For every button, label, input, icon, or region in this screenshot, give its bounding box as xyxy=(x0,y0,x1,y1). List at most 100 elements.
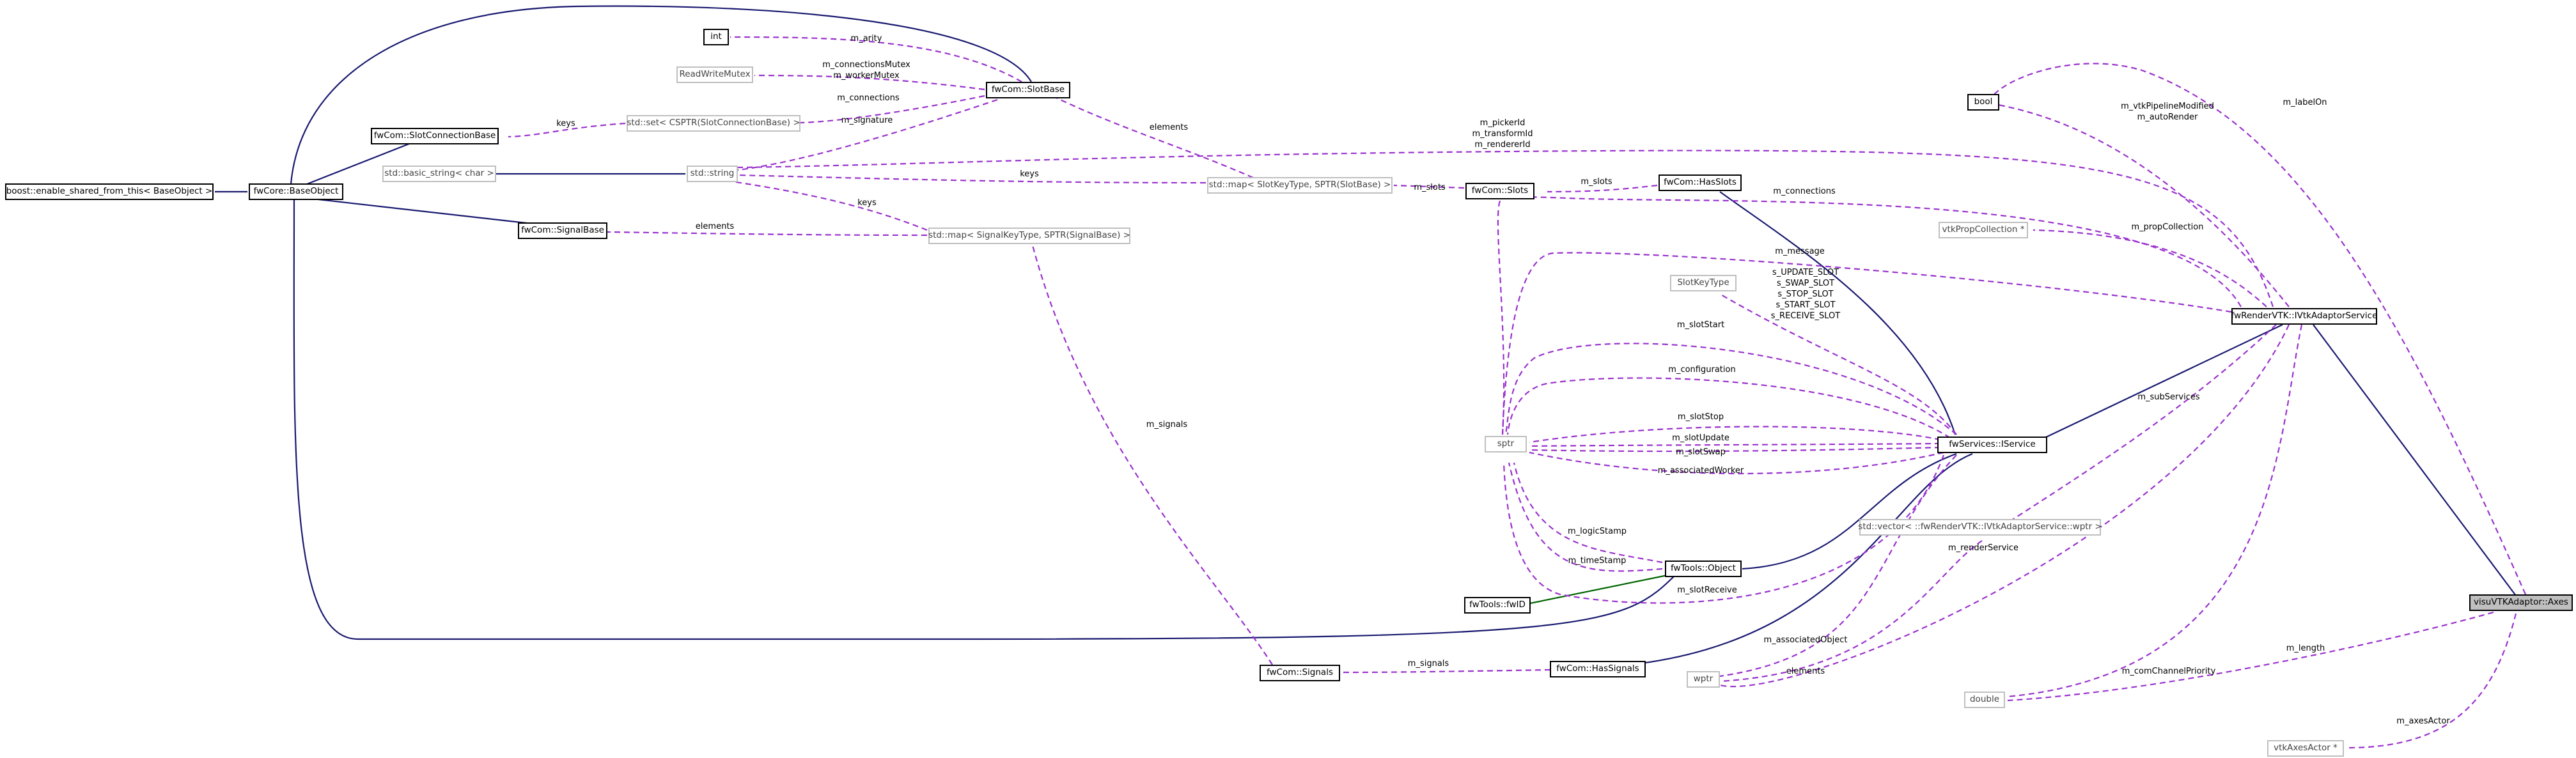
label-m-slotswap: m_slotSwap xyxy=(1676,447,1726,457)
node-slotkeytype[interactable]: SlotKeyType xyxy=(1670,275,1737,291)
edge-string-adaptor xyxy=(737,150,2274,307)
label-keys-map-signal: keys xyxy=(857,198,877,208)
label-m-autorender: m_autoRender xyxy=(2137,112,2198,122)
edge-vector-adaptor xyxy=(2007,324,2277,523)
node-visuvtkadaptor-axes[interactable]: visuVTKAdaptor::Axes xyxy=(2469,594,2573,611)
edge-mapsignal-signals xyxy=(1031,245,1273,665)
node-fwcom-slotconnectionbase[interactable]: fwCom::SlotConnectionBase xyxy=(371,128,499,144)
label-m-rendererid: m_rendererId xyxy=(1474,140,1531,150)
label-slot-constants: s_UPDATE_SLOT s_SWAP_SLOT s_STOP_SLOT s_… xyxy=(1771,267,1840,321)
edge-string-slotbase xyxy=(737,98,998,171)
label-m-slots-sptr: m_slots xyxy=(1581,177,1612,187)
edge-adaptor-iservice xyxy=(2045,324,2283,438)
edge-wptr-vector xyxy=(1719,540,1983,683)
node-std-set-slotconnection[interactable]: std::set< CSPTR(SlotConnectionBase) > xyxy=(627,115,800,132)
edge-iservice-object xyxy=(1742,452,1957,570)
label-elements-signal: elements xyxy=(695,222,735,231)
edge-fwid-object xyxy=(1529,574,1668,605)
node-fwtools-fwid[interactable]: fwTools::fwID xyxy=(1464,597,1531,614)
node-fwcom-signalbase[interactable]: fwCom::SignalBase xyxy=(518,222,607,239)
label-m-vtk: m_vtkPipelineModified m_autoRender xyxy=(2121,101,2214,123)
edge-sptr-slotupdate xyxy=(1529,442,1941,447)
node-readwritemutex[interactable]: ReadWriteMutex xyxy=(676,66,753,83)
node-fwcom-slots[interactable]: fwCom::Slots xyxy=(1465,183,1534,199)
label-m-vtkpipelinemodified: m_vtkPipelineModified xyxy=(2121,102,2214,111)
edge-string-mapslot xyxy=(737,174,1206,184)
edge-mapslot-slots xyxy=(1393,184,1465,189)
edge-sptr-associatedworker xyxy=(1529,451,1944,475)
edge-propcollection-adaptor xyxy=(2033,229,2267,307)
label-m-signals-map: m_signals xyxy=(1146,420,1188,429)
node-int[interactable]: int xyxy=(703,29,729,45)
label-m-associatedworker: m_associatedWorker xyxy=(1657,466,1744,476)
node-std-map-signalkeytype[interactable]: std::map< SignalKeyType, SPTR(SignalBase… xyxy=(928,228,1130,244)
node-fwcom-slotbase[interactable]: fwCom::SlotBase xyxy=(986,82,1070,98)
label-m-message: m_message xyxy=(1775,247,1825,256)
label-m-timestamp: m_timeStamp xyxy=(1568,556,1627,566)
label-mutexes: m_connectionsMutex m_workerMutex xyxy=(822,59,910,81)
node-bool[interactable]: bool xyxy=(1967,94,1999,111)
edge-sptr-configuration xyxy=(1506,377,1951,438)
edge-string-mapsignal xyxy=(731,180,928,231)
node-wptr[interactable]: wptr xyxy=(1687,671,1720,688)
label-s-update-slot: s_UPDATE_SLOT xyxy=(1772,268,1839,277)
label-s-receive-slot: s_RECEIVE_SLOT xyxy=(1770,311,1841,321)
node-fwcom-hassignals[interactable]: fwCom::HasSignals xyxy=(1550,661,1646,677)
edge-slotbase-baseobject xyxy=(290,5,1032,185)
edge-iservice-hassignals xyxy=(1630,452,1973,666)
node-fwrendervtk-ivtkadaptorservice[interactable]: fwRenderVTK::IVtkAdaptorService xyxy=(2231,308,2377,325)
node-sptr[interactable]: sptr xyxy=(1485,436,1527,452)
node-fwtools-object[interactable]: fwTools::Object xyxy=(1665,561,1742,577)
label-m-worker-mutex: m_workerMutex xyxy=(833,71,900,81)
edge-iservice-hasslots xyxy=(1719,191,1956,435)
edge-signalbase-baseobject xyxy=(306,197,544,226)
label-m-axesactor: m_axesActor xyxy=(2396,716,2450,726)
node-fwcom-signals[interactable]: fwCom::Signals xyxy=(1260,665,1340,681)
node-std-vector-wptr[interactable]: std::vector< ::fwRenderVTK::IVtkAdaptorS… xyxy=(1858,519,2102,536)
edge-setslot-slotbase xyxy=(800,95,985,124)
edge-sptr-logicstamp xyxy=(1513,462,1663,564)
edge-sptr-message xyxy=(1501,252,2232,435)
node-std-basic-string[interactable]: std::basic_string< char > xyxy=(382,166,496,182)
label-elements-wptr: elements xyxy=(1786,667,1825,676)
edge-slotbase-mapslot xyxy=(1054,97,1254,179)
edge-sptr-slotreceive xyxy=(1503,454,1945,604)
label-m-configuration: m_configuration xyxy=(1668,365,1736,375)
label-m-slotstart: m_slotStart xyxy=(1676,320,1725,330)
label-m-slotupdate: m_slotUpdate xyxy=(1672,433,1729,443)
edge-sptr-timestamp xyxy=(1508,462,1663,572)
node-vtkaxesactor[interactable]: vtkAxesActor * xyxy=(2267,740,2344,757)
edge-double-adaptor xyxy=(2007,324,2303,698)
node-double[interactable]: double xyxy=(1964,692,2005,708)
label-m-subservices: m_subServices xyxy=(2137,392,2200,402)
label-m-comchannelpriority: m_comChannelPriority xyxy=(2121,667,2216,676)
node-enable-shared-from-this[interactable]: boost::enable_shared_from_this< BaseObje… xyxy=(5,183,214,200)
node-fwservices-iservice[interactable]: fwServices::IService xyxy=(1937,437,2047,453)
node-fwcom-hasslots[interactable]: fwCom::HasSlots xyxy=(1659,174,1742,191)
node-std-string[interactable]: std::string xyxy=(687,166,738,182)
label-m-length: m_length xyxy=(2286,644,2325,653)
label-m-transformid: m_transformId xyxy=(1472,129,1533,139)
edge-slotkeytype-iservice xyxy=(1719,293,1957,435)
edge-rwmutex-slotbase xyxy=(754,74,985,91)
label-s-swap-slot: s_SWAP_SLOT xyxy=(1776,279,1835,288)
edge-vtkaxesactor-axes xyxy=(2346,613,2517,749)
label-m-signals: m_signals xyxy=(1407,659,1449,669)
edge-slotconn-set xyxy=(508,122,626,138)
edge-sptr-slotstop xyxy=(1529,426,1941,444)
label-m-picker: m_pickerId m_transformId m_rendererId xyxy=(1472,118,1533,150)
node-fwcore-baseobject[interactable]: fwCore::BaseObject xyxy=(249,183,343,200)
edge-sptr-slotswap xyxy=(1529,446,1941,452)
node-vtkpropcollection[interactable]: vtkPropCollection * xyxy=(1939,222,2028,238)
edge-wptr-renderservice xyxy=(1719,324,2290,688)
label-m-labelon: m_labelOn xyxy=(2283,98,2327,107)
label-m-associatedobject: m_associatedObject xyxy=(1763,635,1848,645)
label-m-connections-service: m_connections xyxy=(1773,187,1836,196)
label-m-pickerid: m_pickerId xyxy=(1479,118,1526,128)
node-std-map-slotkeytype[interactable]: std::map< SlotKeyType, SPTR(SlotBase) > xyxy=(1207,177,1393,194)
label-s-stop-slot: s_STOP_SLOT xyxy=(1777,290,1834,299)
label-m-slots: m_slots xyxy=(1414,183,1446,192)
label-m-renderservice: m_renderService xyxy=(1948,543,2019,553)
